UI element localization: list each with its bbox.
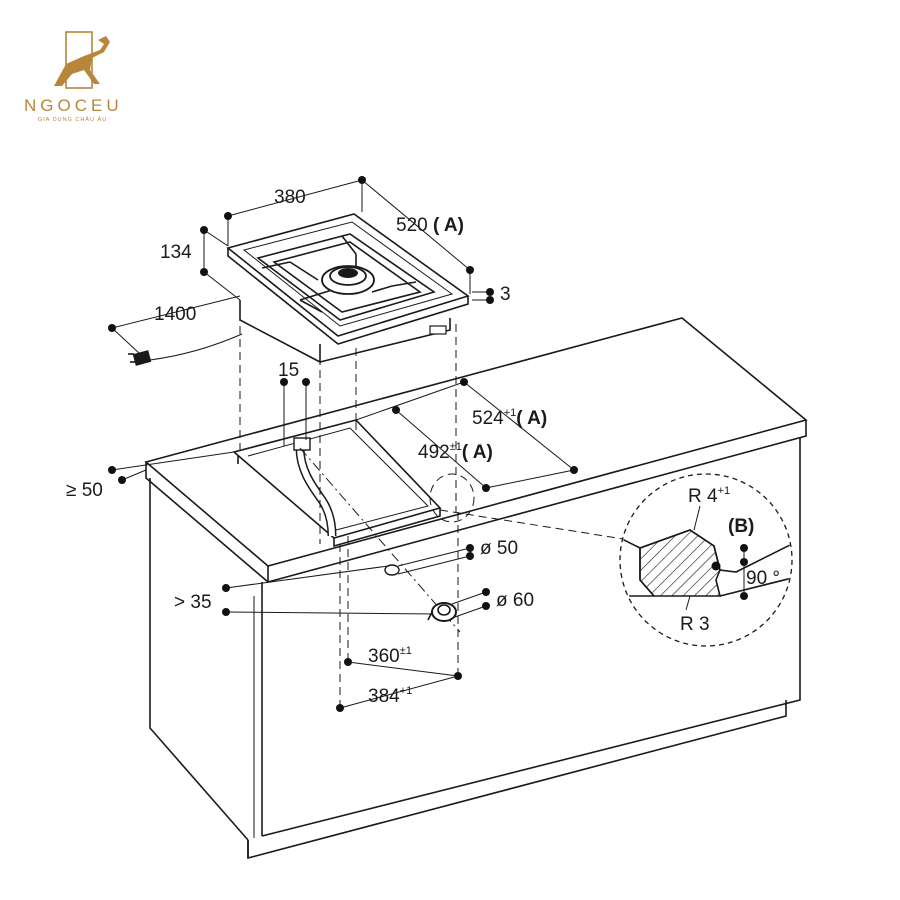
dim-min-clear: > 35 [174, 592, 212, 613]
dim-rim: 3 [500, 284, 511, 305]
counter-cabinet [144, 317, 808, 860]
dim-cutout-w2: 384+1 [368, 685, 412, 707]
detail-radius-top: R 4+1 [688, 485, 730, 507]
dim-gap: 15 [278, 360, 299, 381]
detail-ref: (B) [728, 516, 754, 537]
dim-cable: 1400 [154, 304, 196, 325]
projection-lines [239, 300, 631, 708]
dim-height: 134 [160, 242, 192, 263]
dim-hole2: ø 60 [496, 590, 534, 611]
dim-min-wall: ≥ 50 [66, 480, 103, 501]
gas-hob [128, 213, 470, 366]
detail-radius-bottom: R 3 [680, 614, 710, 635]
dim-cutout-w1: 360±1 [368, 645, 412, 667]
brand-logo: NGOCEU GIA DỤNG CHÂU ÂU [24, 31, 123, 123]
dim-width: 380 [274, 187, 306, 208]
brand-name: NGOCEU [24, 96, 123, 115]
dim-cutout-depth2: 492±1( A) [418, 441, 493, 463]
brand-tagline: GIA DỤNG CHÂU ÂU [38, 116, 107, 123]
detail-angle: 90 ° [746, 568, 780, 589]
dimension-lines [108, 176, 578, 712]
dim-cutout-depth: 524+1( A) [472, 407, 547, 429]
worktop-cutout [232, 419, 442, 548]
dim-hole1: ø 50 [480, 538, 518, 559]
dimension-labels: 380 520 ( A) 134 3 1400 15 524+1( A) 492… [66, 187, 547, 707]
detail-labels: R 4+1 (B) 90 ° R 3 [680, 485, 780, 635]
edge-detail-bubble [619, 473, 793, 647]
gas-valve-icon [427, 602, 457, 622]
gas-hose [293, 437, 337, 537]
deer-logo-icon [54, 31, 110, 89]
plug-icon [128, 350, 152, 366]
dim-depth: 520 ( A) [396, 215, 464, 236]
